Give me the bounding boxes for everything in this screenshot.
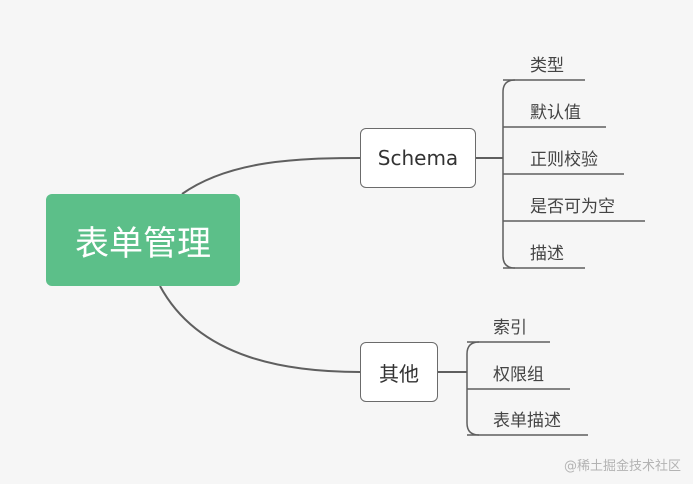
root-topic[interactable]: 表单管理 bbox=[46, 194, 240, 286]
leaf-topic[interactable]: 权限组 bbox=[493, 365, 544, 385]
leaf-topic[interactable]: 类型 bbox=[530, 56, 564, 76]
leaf-topic[interactable]: 索引 bbox=[493, 318, 527, 338]
leaf-topic[interactable]: 描述 bbox=[530, 244, 564, 264]
leaf-topic[interactable]: 正则校验 bbox=[530, 150, 598, 170]
root-topic-label: 表单管理 bbox=[75, 223, 211, 264]
branch-topic-label: 其他 bbox=[379, 361, 419, 386]
connector-root-schema bbox=[181, 157, 361, 195]
connector-root-other bbox=[159, 285, 361, 373]
branch-topic-label: Schema bbox=[377, 146, 459, 170]
watermark: @稀土掘金技术社区 bbox=[563, 459, 681, 474]
leaf-topic[interactable]: 是否可为空 bbox=[530, 197, 615, 217]
leaf-topic[interactable]: 默认值 bbox=[530, 103, 581, 123]
branch-topic-schema[interactable]: Schema bbox=[360, 128, 476, 188]
branch-topic-other[interactable]: 其他 bbox=[360, 342, 438, 402]
leaf-topic[interactable]: 表单描述 bbox=[493, 411, 561, 431]
